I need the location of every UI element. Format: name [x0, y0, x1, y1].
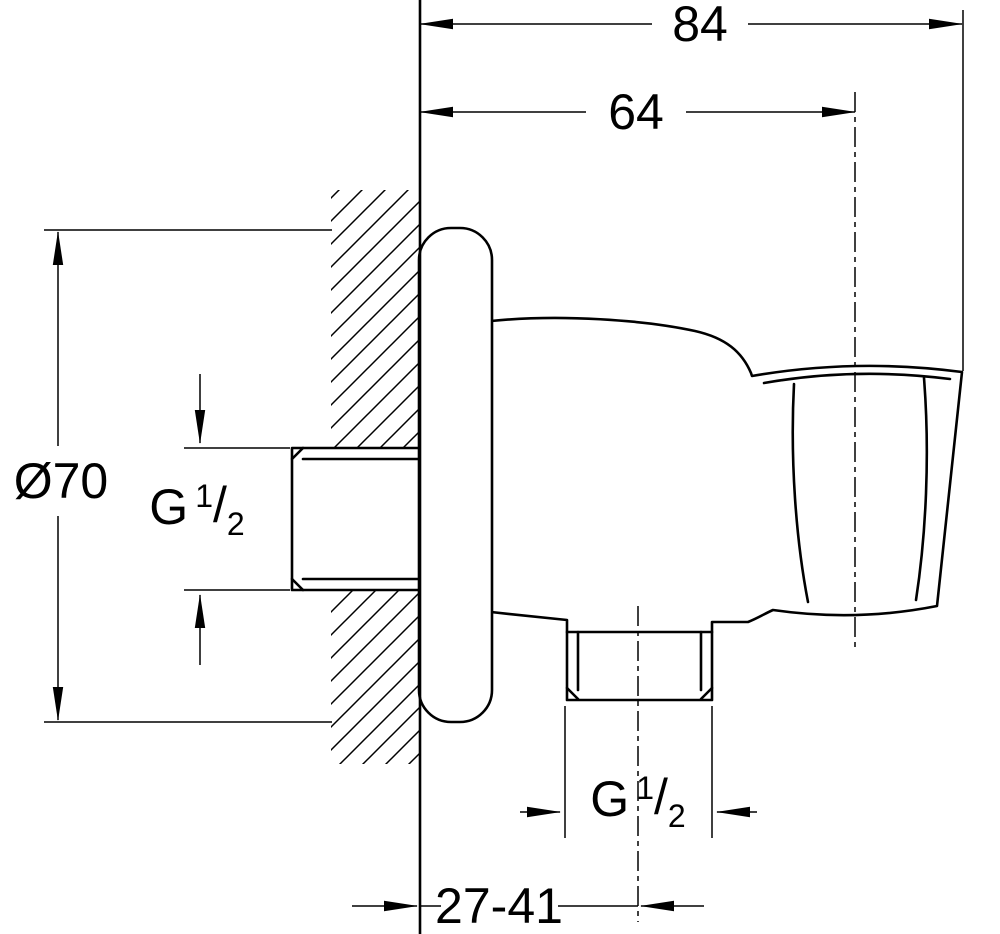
dim-flange-70: Ø70	[14, 229, 332, 723]
dim-depth-range: 27-41	[352, 878, 704, 934]
wall-flange	[417, 226, 494, 724]
dim-overall-84: 84	[419, 0, 964, 371]
body-outline	[489, 316, 964, 702]
inlet-thread	[290, 446, 422, 592]
holder-cup	[762, 372, 952, 604]
dim-holder-64: 64	[419, 84, 856, 140]
dim-label-64: 64	[608, 84, 664, 140]
dim-label-27-41: 27-41	[435, 878, 563, 934]
dim-label-diameter-70: Ø70	[14, 453, 109, 509]
dim-label-84: 84	[672, 0, 728, 52]
outlet-thread	[565, 630, 714, 701]
